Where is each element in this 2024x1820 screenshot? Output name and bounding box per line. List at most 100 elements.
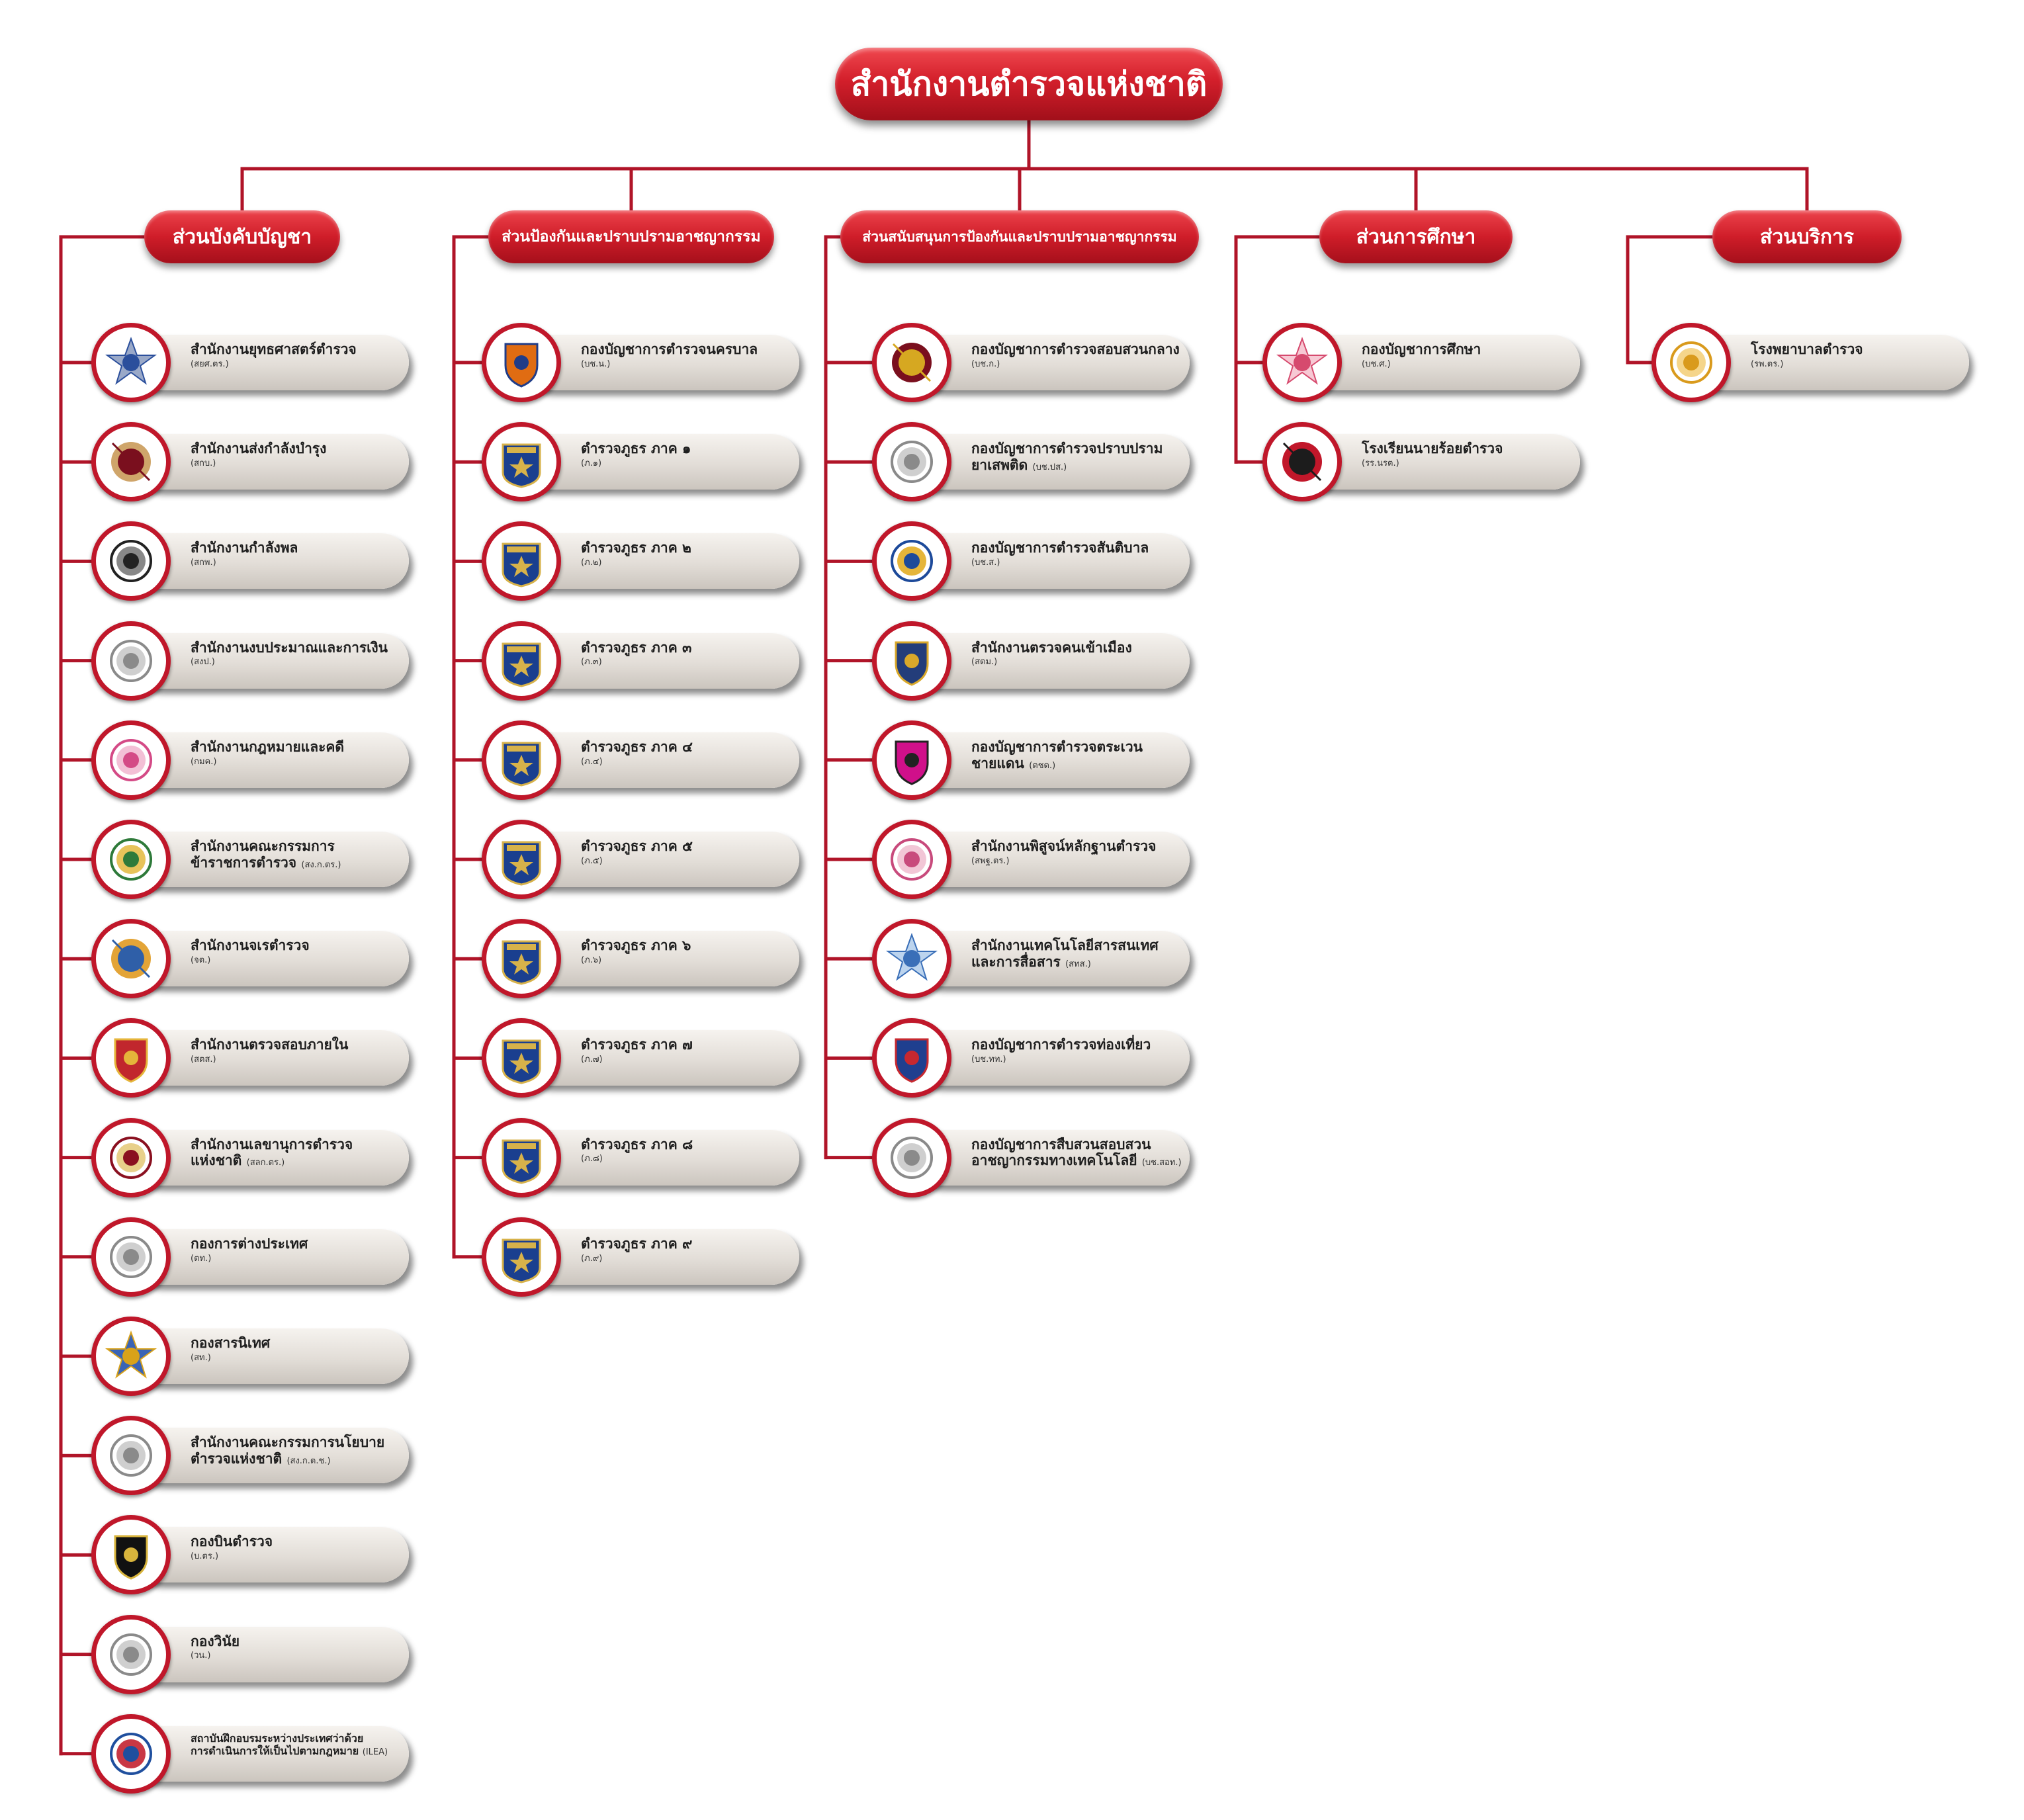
org-unit-abbreviation: (บช.ส.) — [971, 558, 1000, 568]
org-unit-name: กองบินตำรวจ — [191, 1534, 273, 1550]
org-unit-text: ตำรวจภูธร ภาค ๖(ภ.๖) — [581, 937, 790, 965]
org-unit-item: สำนักงานงบประมาณและการเงิน(สงป.) — [91, 621, 409, 701]
org-unit-item: ตำรวจภูธร ภาค ๔(ภ.๔) — [482, 720, 799, 800]
org-unit-text: ตำรวจภูธร ภาค ๕(ภ.๕) — [581, 838, 790, 866]
org-unit-name-line2: และการสื่อสาร (สทส.) — [971, 954, 1180, 971]
org-unit-abbreviation: (บช.สอท.) — [1141, 1158, 1182, 1168]
org-unit-abbreviation: (ภ.๗) — [581, 1055, 603, 1065]
org-unit-abbreviation: (ภ.๙) — [581, 1253, 603, 1264]
org-unit-label-box: ตำรวจภูธร ภาค ๔(ภ.๔) — [521, 732, 799, 788]
org-unit-name: สำนักงานคณะกรรมการ — [191, 838, 335, 854]
org-unit-item: ตำรวจภูธร ภาค ๕(ภ.๕) — [482, 820, 799, 899]
org-unit-abbreviation: (กมค.) — [191, 756, 217, 767]
org-unit-text: ตำรวจภูธร ภาค ๙(ภ.๙) — [581, 1236, 790, 1264]
org-unit-name: กองการต่างประเทศ — [191, 1235, 308, 1252]
org-unit-abbreviation: (รร.นรต.) — [1362, 458, 1399, 468]
org-unit-abbreviation: (สง.ก.ต.ช.) — [286, 1455, 331, 1466]
org-unit-abbreviation: (สยศ.ตร.) — [191, 359, 229, 369]
org-unit-text: กองสารนิเทศ(สท.) — [191, 1335, 400, 1363]
org-unit-name-line2-text: ชายแดน — [971, 755, 1030, 771]
org-unit-item: สำนักงานตรวจคนเข้าเมือง(สตม.) — [872, 621, 1190, 701]
org-unit-name: สำนักงานงบประมาณและการเงิน — [191, 639, 388, 656]
org-unit-name: กองบัญชาการศึกษา — [1362, 341, 1481, 357]
org-unit-text: สำนักงานเลขานุการตำรวจแห่งชาติ (สลก.ตร.) — [191, 1137, 400, 1170]
org-unit-text: สำนักงานยุทธศาสตร์ตำรวจ (สยศ.ตร.) — [191, 341, 400, 369]
org-unit-text: กองการต่างประเทศ(ตท.) — [191, 1236, 400, 1264]
org-unit-text: กองบัญชาการตำรวจสอบสวนกลาง(บช.ก.) — [971, 341, 1180, 369]
org-unit-name: สำนักงานกำลังพล — [191, 540, 298, 556]
org-unit-name: สถาบันฝึกอบรมระหว่างประเทศว่าด้วย — [191, 1731, 364, 1745]
blue-police-patch-icon — [482, 1217, 561, 1297]
org-unit-text: สำนักงานกฎหมายและคดี(กมค.) — [191, 739, 400, 767]
org-unit-name: สำนักงานจเรตำรวจ — [191, 937, 310, 954]
org-unit-abbreviation: (ตท.) — [191, 1253, 212, 1264]
org-unit-name-line2-text: การดำเนินการให้เป็นไปตามกฎหมาย — [191, 1744, 363, 1757]
org-unit-label-box: โรงเรียนนายร้อยตำรวจ(รร.นรต.) — [1302, 434, 1580, 490]
org-unit-abbreviation: (สงป.) — [191, 657, 215, 668]
org-unit-item: สำนักงานพิสูจน์หลักฐานตำรวจ(สพฐ.ตร.) — [872, 820, 1190, 899]
magenta-tiger-emblem-icon — [872, 720, 951, 800]
org-unit-item: กองบัญชาการศึกษา(บช.ศ.) — [1262, 323, 1580, 402]
gold-star-emblem-icon — [91, 1317, 171, 1396]
org-unit-abbreviation: (สลก.ตร.) — [246, 1158, 285, 1168]
org-unit-text: สำนักงานคณะกรรมการนโยบายตำรวจแห่งชาติ (ส… — [191, 1434, 400, 1467]
org-unit-abbreviation: (ตชด.) — [1029, 760, 1056, 771]
org-unit-label-box: ตำรวจภูธร ภาค ๕(ภ.๕) — [521, 832, 799, 887]
gold-crossed-swords-emblem-icon — [872, 323, 951, 402]
org-unit-item: สำนักงานคณะกรรมการนโยบายตำรวจแห่งชาติ (ส… — [91, 1416, 409, 1496]
blue-shield-emblem-icon — [91, 919, 171, 999]
org-unit-text: สำนักงานคณะกรรมการข้าราชการตำรวจ (สง.ก.ต… — [191, 838, 400, 871]
org-unit-label-box: กองการต่างประเทศ(ตท.) — [131, 1229, 409, 1285]
org-unit-label-box: สำนักงานงบประมาณและการเงิน(สงป.) — [131, 632, 409, 689]
star-badge-emblem-icon — [91, 323, 171, 402]
org-unit-text: กองวินัย(วน.) — [191, 1633, 400, 1661]
org-unit-name-line2-text: ข้าราชการตำรวจ — [191, 854, 302, 871]
org-unit-item: กองบัญชาการตำรวจปราบปรามยาเสพติด (บช.ปส.… — [872, 422, 1190, 502]
org-unit-label-box: กองบัญชาการตำรวจตระเวนชายแดน (ตชด.) — [912, 732, 1190, 788]
org-unit-abbreviation: (ภ.๘) — [581, 1154, 603, 1164]
org-unit-item: กองบัญชาการสืบสวนสอบสวนอาชญากรรมทางเทคโน… — [872, 1117, 1190, 1197]
org-unit-label-box: สถาบันฝึกอบรมระหว่างประเทศว่าด้วยการดำเน… — [131, 1725, 409, 1782]
tourist-police-emblem-icon — [872, 1018, 951, 1098]
org-unit-label-box: สำนักงานกฎหมายและคดี(กมค.) — [131, 732, 409, 788]
org-unit-item: กองบัญชาการตำรวจนครบาล(บช.น.) — [482, 323, 799, 402]
org-unit-name: สำนักงานยุทธศาสตร์ตำรวจ — [191, 341, 357, 357]
org-unit-text: ตำรวจภูธร ภาค ๓(ภ.๓) — [581, 640, 790, 668]
org-unit-name: สำนักงานเทคโนโลยีสารสนเทศ — [971, 937, 1159, 954]
org-unit-item: ตำรวจภูธร ภาค ๑(ภ.๑) — [482, 422, 799, 502]
org-unit-item: สำนักงานกฎหมายและคดี(กมค.) — [91, 720, 409, 800]
org-unit-label-box: กองบินตำรวจ(บ.ตร.) — [131, 1527, 409, 1583]
org-unit-text: กองบินตำรวจ(บ.ตร.) — [191, 1534, 400, 1561]
org-unit-item: ตำรวจภูธร ภาค ๗(ภ.๗) — [482, 1018, 799, 1098]
org-unit-name: กองบัญชาการตำรวจสันติบาล — [971, 540, 1149, 556]
blue-police-patch-icon — [482, 621, 561, 701]
org-unit-label-box: กองบัญชาการตำรวจท่องเที่ยว(บช.ทท.) — [912, 1030, 1190, 1086]
grey-seal-emblem-icon — [91, 1614, 171, 1694]
section-header: ส่วนสนับสนุนการป้องกันและปราบปรามอาชญากร… — [840, 210, 1199, 263]
org-unit-name: กองสารนิเทศ — [191, 1335, 271, 1351]
org-unit-item: สำนักงานยุทธศาสตร์ตำรวจ (สยศ.ตร.) — [91, 323, 409, 402]
blue-police-patch-icon — [482, 521, 561, 601]
org-unit-label-box: สำนักงานตรวจสอบภายใน(สตส.) — [131, 1030, 409, 1086]
org-unit-text: โรงพยาบาลตำรวจ(รพ.ตร.) — [1751, 341, 1960, 369]
section-header: ส่วนการศึกษา — [1319, 210, 1513, 263]
pink-wheel-emblem-icon — [1262, 323, 1342, 402]
org-unit-name: ตำรวจภูธร ภาค ๔ — [581, 738, 693, 755]
blue-police-patch-icon — [482, 820, 561, 899]
org-unit-abbreviation: (ภ.๔) — [581, 756, 603, 767]
org-unit-item: ตำรวจภูธร ภาค ๒(ภ.๒) — [482, 521, 799, 601]
org-unit-item: โรงเรียนนายร้อยตำรวจ(รร.นรต.) — [1262, 422, 1580, 502]
org-unit-name-line2: ตำรวจแห่งชาติ (สง.ก.ต.ช.) — [191, 1451, 400, 1467]
org-unit-text: สถาบันฝึกอบรมระหว่างประเทศว่าด้วยการดำเน… — [191, 1731, 400, 1758]
org-unit-name: กองบัญชาการตำรวจตระเวน — [971, 738, 1143, 755]
org-unit-label-box: กองบัญชาการตำรวจสันติบาล (บช.ส.) — [912, 533, 1190, 589]
org-unit-text: กองบัญชาการตำรวจสันติบาล (บช.ส.) — [971, 540, 1180, 568]
blue-police-patch-icon — [482, 422, 561, 502]
org-unit-label-box: ตำรวจภูธร ภาค ๖(ภ.๖) — [521, 931, 799, 987]
org-unit-label-box: ตำรวจภูธร ภาค ๙(ภ.๙) — [521, 1229, 799, 1285]
org-unit-label-box: โรงพยาบาลตำรวจ(รพ.ตร.) — [1691, 335, 1969, 390]
org-unit-text: สำนักงานส่งกำลังบำรุง(สกบ.) — [191, 441, 400, 468]
dark-red-wing-emblem-icon — [91, 1117, 171, 1197]
org-unit-name: ตำรวจภูธร ภาค ๓ — [581, 639, 692, 656]
org-unit-name-line2-text: อาชญากรรมทางเทคโนโลยี — [971, 1152, 1142, 1169]
